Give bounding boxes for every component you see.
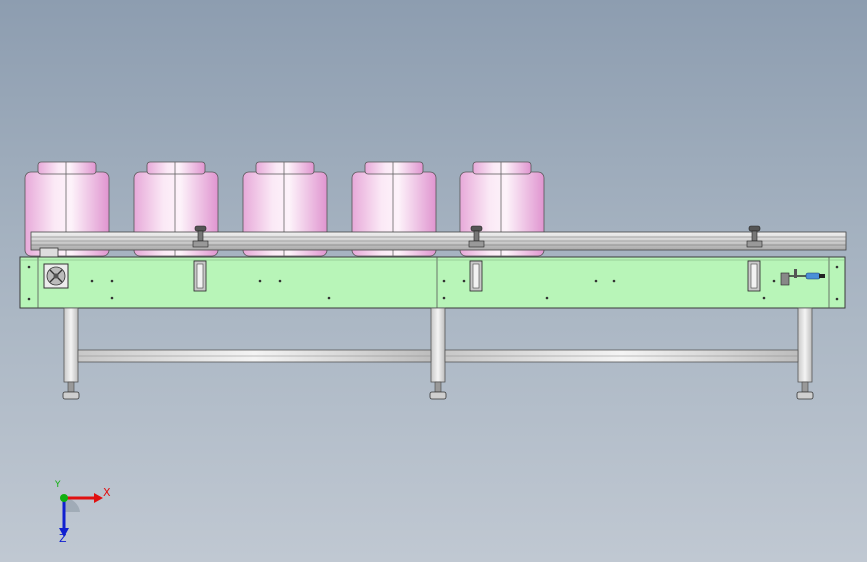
motor-fan-icon: [43, 263, 69, 289]
x-axis-label: X: [103, 486, 111, 499]
guide-clamp: [746, 225, 763, 292]
support-leg: [62, 307, 80, 400]
cross-bars: [77, 349, 799, 363]
guide-clamp: [192, 225, 209, 292]
support-leg: [429, 307, 447, 400]
conveyor-frame: [19, 256, 846, 309]
coordinate-triad: X Y Z: [40, 480, 120, 546]
guide-clamp: [468, 225, 485, 292]
support-leg: [796, 307, 814, 400]
z-axis-label: Z: [59, 532, 67, 545]
guide-clamps: [192, 225, 763, 292]
y-axis-label: Y: [55, 480, 61, 490]
photo-sensor-icon: [780, 269, 825, 286]
support-legs: [62, 307, 814, 400]
guide-rail: [30, 231, 847, 259]
axis-arrows-icon: [59, 493, 103, 537]
